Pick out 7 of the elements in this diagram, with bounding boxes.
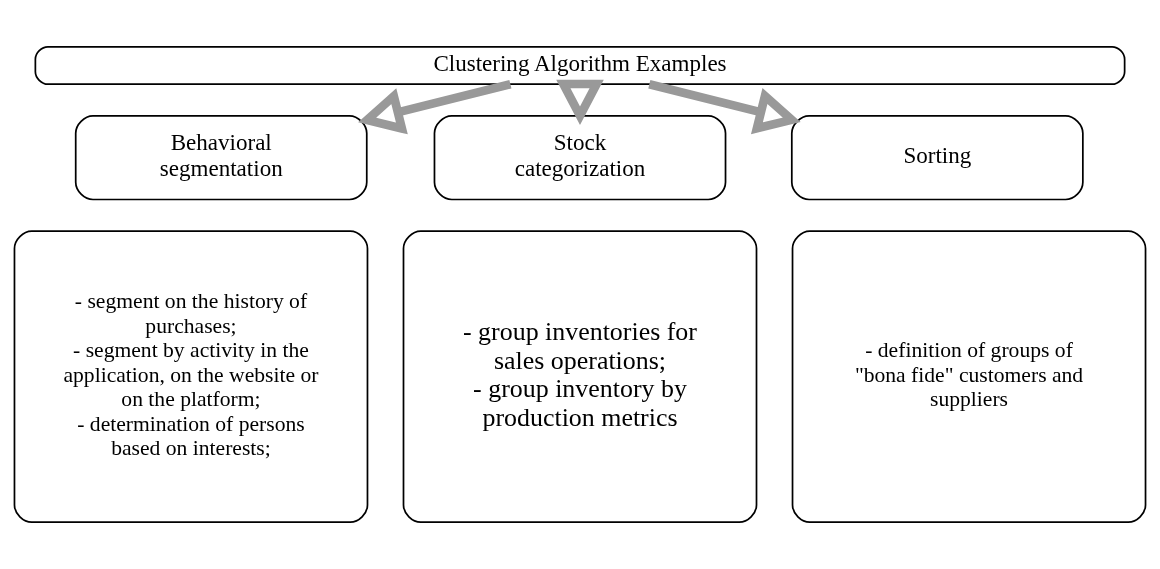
arrow [556, 79, 604, 126]
node-box: - group inventories for sales operations; - group inventory by production metrics [402, 230, 758, 524]
node-box: Stock categorization [433, 115, 727, 201]
node-box: - segment on the history of purchases; - segment by activity in the application, on the website or on the platform; - determination of persons based on interests; [13, 230, 369, 524]
node-box: Behavioral segmentation [74, 115, 368, 201]
node-box: Sorting [790, 115, 1084, 201]
node-box: - definition of groups of "bona fide" customers and suppliers [791, 230, 1147, 524]
